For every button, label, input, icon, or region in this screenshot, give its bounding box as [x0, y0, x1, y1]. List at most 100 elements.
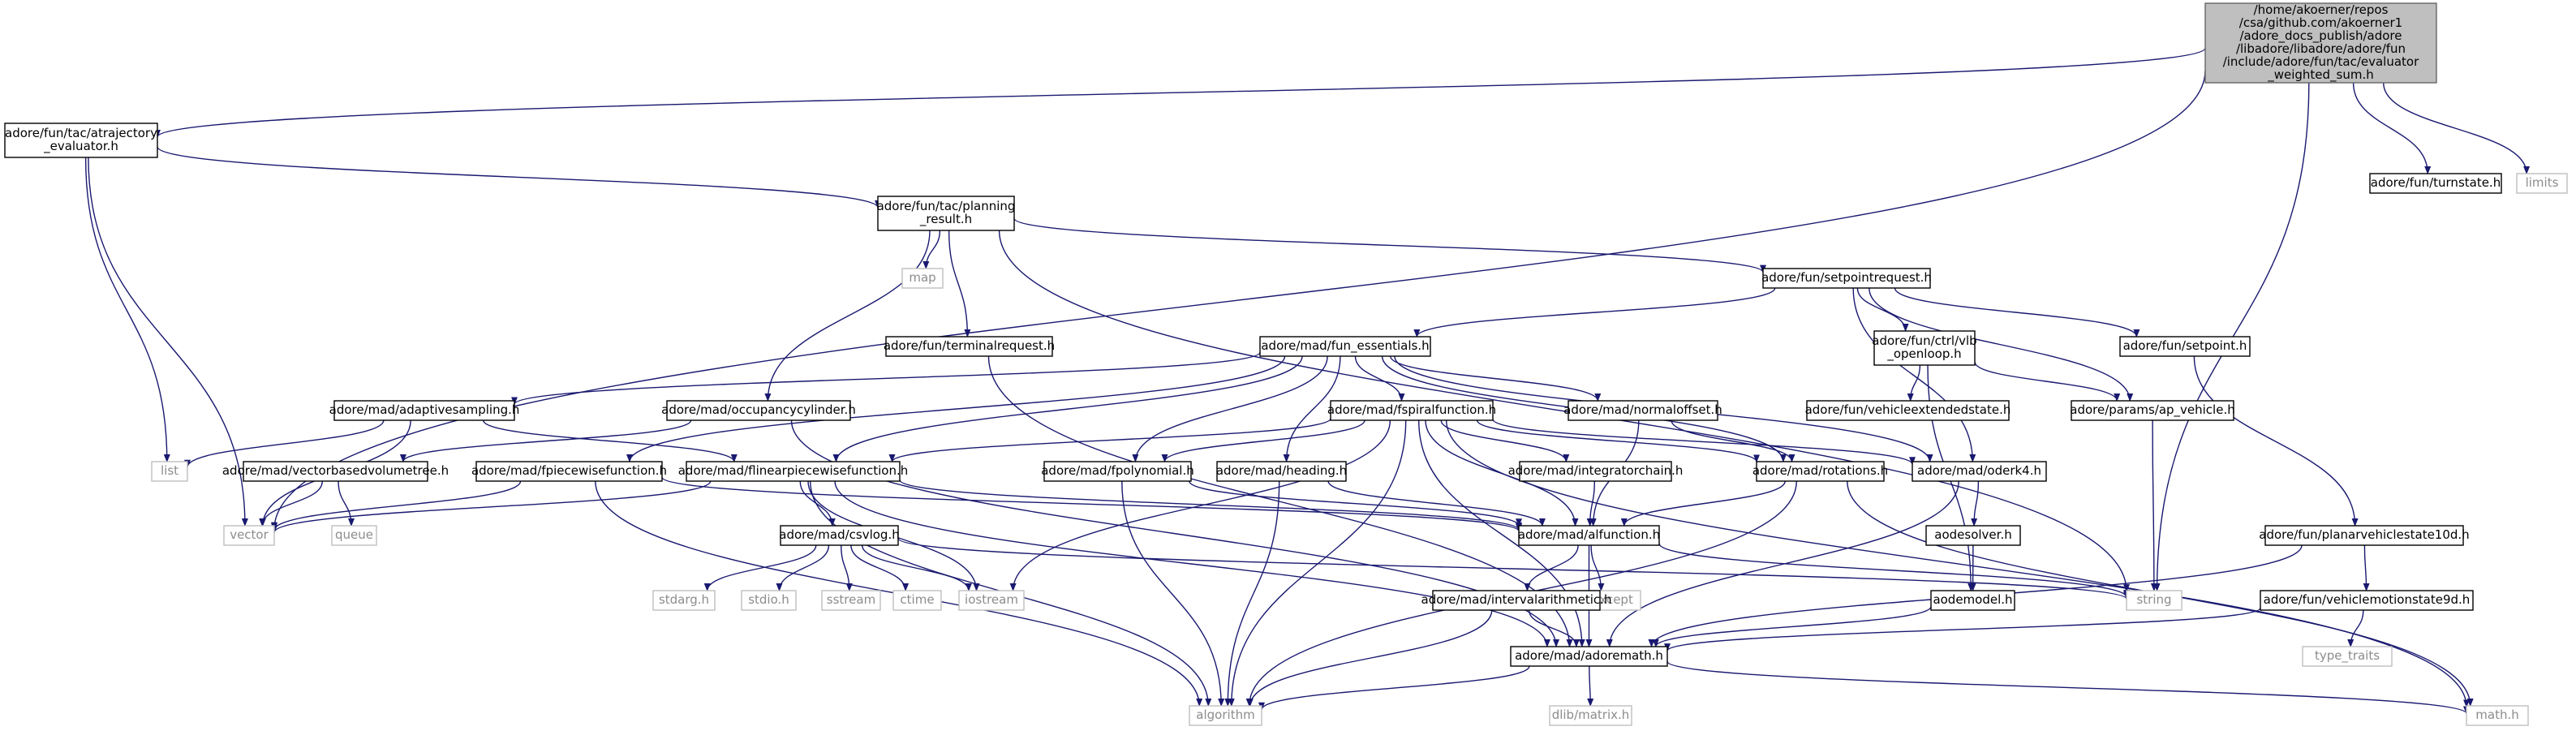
node-vectorbvt[interactable]: adore/mad/vectorbasedvolumetree.h — [222, 461, 449, 482]
node-rotations-label: adore/mad/rotations.h — [1752, 463, 1888, 478]
node-vlb-label: _openloop.h — [1886, 346, 1961, 362]
node-normaloffset[interactable]: adore/mad/normaloffset.h — [1563, 400, 1722, 421]
node-limits: limits — [2516, 173, 2568, 194]
edge-fspiral-to-oderk4 — [1492, 419, 1916, 466]
node-sstream: sstream — [821, 590, 881, 611]
node-adaptive[interactable]: adore/mad/adaptivesampling.h — [329, 400, 520, 421]
node-algorithm: algorithm — [1189, 705, 1262, 726]
node-string-label: string — [2136, 592, 2171, 607]
edge-csvlog-to-sstream — [841, 544, 853, 591]
edge-root-to-atraj — [154, 47, 2206, 138]
node-iostream-box — [958, 590, 1025, 611]
node-stdio-label: stdio.h — [748, 592, 789, 607]
node-stdarg-box — [652, 590, 716, 611]
node-rotations[interactable]: adore/mad/rotations.h — [1752, 461, 1888, 482]
node-flinear-box — [686, 461, 901, 482]
node-list-box — [151, 461, 188, 482]
node-fspiral-box — [1330, 400, 1494, 421]
node-atraj-box — [4, 123, 158, 158]
node-apvehicle[interactable]: adore/params/ap_vehicle.h — [2070, 400, 2235, 421]
edge-alfunction-to-stdexcept — [1590, 544, 1605, 591]
node-alfunction[interactable]: adore/mad/alfunction.h — [1518, 525, 1660, 546]
node-funess[interactable]: adore/mad/fun_essentials.h — [1259, 336, 1431, 357]
edge-funess-to-fpiecewise — [626, 355, 1286, 462]
node-vehext[interactable]: adore/fun/vehicleextendedstate.h — [1805, 400, 2011, 421]
node-queue: queue — [331, 525, 377, 546]
node-list-label: list — [161, 463, 178, 478]
node-normaloffset-box — [1568, 400, 1718, 421]
edge-root-to-vector — [271, 70, 2206, 531]
edge-setpointreq-to-funess — [1413, 287, 1776, 338]
node-vlb-box — [1873, 330, 1976, 366]
node-string: string — [2126, 590, 2183, 611]
edge-planres-to-terminalreq — [948, 230, 971, 338]
node-heading[interactable]: adore/mad/heading.h — [1216, 461, 1347, 482]
node-dlib-box — [1549, 705, 1632, 726]
node-mathh-label: math.h — [2475, 707, 2518, 722]
node-oderk4-box — [1912, 461, 2047, 482]
node-adoremath[interactable]: adore/mad/adoremath.h — [1510, 646, 1668, 667]
node-typetraits-box — [2302, 646, 2393, 667]
edge-vms9d-to-typetraits — [2347, 609, 2364, 647]
node-rotations-box — [1756, 461, 1885, 482]
node-terminalreq-box — [885, 336, 1053, 357]
edge-vlb-to-vehext — [1907, 364, 1921, 402]
node-oderk4[interactable]: adore/mad/oderk4.h — [1912, 461, 2047, 482]
node-adaptive-label: adore/mad/adaptivesampling.h — [329, 402, 520, 417]
node-sstream-label: sstream — [827, 592, 875, 607]
node-limits-box — [2516, 173, 2568, 194]
node-vehext-box — [1806, 400, 2010, 421]
node-fspiral[interactable]: adore/mad/fspiralfunction.h — [1327, 400, 1496, 421]
edge-csvlog-to-ctime — [850, 544, 910, 591]
node-vlb[interactable]: adore/fun/ctrl/vlb_openloop.h — [1872, 330, 1977, 366]
node-ctime: ctime — [892, 590, 942, 611]
node-vectorbvt-box — [243, 461, 428, 482]
node-normaloffset-label: adore/mad/normaloffset.h — [1563, 402, 1722, 417]
node-vector: vector — [223, 525, 275, 546]
node-aodesolver-label: aodesolver.h — [1934, 527, 2011, 542]
node-queue-box — [331, 525, 377, 546]
node-setpointreq[interactable]: adore/fun/setpointrequest.h — [1761, 268, 1932, 289]
node-stdio-box — [741, 590, 797, 611]
node-vms9d-box — [2260, 590, 2474, 611]
node-heading-label: adore/mad/heading.h — [1216, 463, 1347, 478]
edge-setpointreq-to-setpoint — [1894, 287, 2140, 338]
node-flinear[interactable]: adore/mad/flinearpiecewisefunction.h — [678, 461, 909, 482]
node-setpoint[interactable]: adore/fun/setpoint.h — [2119, 336, 2251, 357]
node-adoremath-label: adore/mad/adoremath.h — [1515, 648, 1663, 663]
node-vms9d[interactable]: adore/fun/vehiclemotionstate9d.h — [2260, 590, 2474, 611]
node-apvehicle-label: adore/params/ap_vehicle.h — [2070, 402, 2234, 418]
edge-alfunction-to-string — [1658, 543, 2130, 599]
node-planres[interactable]: adore/fun/tac/planning_result.h — [877, 196, 1016, 231]
node-list: list — [151, 461, 188, 482]
node-occupancy[interactable]: adore/mad/occupancycylinder.h — [661, 400, 856, 421]
node-aodesolver[interactable]: aodesolver.h — [1925, 525, 2021, 546]
node-fpiecewise[interactable]: adore/mad/fpiecewisefunction.h — [471, 461, 667, 482]
node-terminalreq[interactable]: adore/fun/terminalrequest.h — [884, 336, 1055, 357]
edge-planres-to-map — [922, 230, 941, 269]
edge-vectorbvt-to-queue — [338, 480, 355, 527]
node-aodemodel[interactable]: aodemodel.h — [1930, 590, 2015, 611]
edge-planres-to-string — [998, 230, 2130, 593]
edge-root-to-turnstate — [2352, 82, 2432, 174]
node-integrator[interactable]: adore/mad/integratorchain.h — [1508, 461, 1684, 482]
node-planar10[interactable]: adore/fun/planarvehiclestate10d.h — [2259, 525, 2470, 546]
edge-fpiecewise-to-vector — [271, 480, 522, 531]
edge-integrator-to-alfunction — [1586, 480, 1595, 527]
node-csvlog[interactable]: adore/mad/csvlog.h — [779, 525, 900, 546]
node-interval[interactable]: adore/mad/intervalarithmetic.h — [1421, 590, 1612, 611]
node-fpiecewise-label: adore/mad/fpiecewisefunction.h — [471, 463, 667, 478]
node-setpointreq-box — [1762, 268, 1931, 289]
node-flinear-label: adore/mad/flinearpiecewisefunction.h — [678, 463, 909, 478]
edge-occupancy-to-vectorbvt — [400, 419, 692, 462]
node-occupancy-label: adore/mad/occupancycylinder.h — [661, 402, 856, 417]
edge-heading-to-algorithm — [1224, 480, 1280, 707]
node-adoremath-box — [1510, 646, 1668, 667]
node-root[interactable]: /home/akoerner/repos/csa/github.com/akoe… — [2204, 2, 2437, 84]
node-map: map — [901, 268, 944, 289]
node-occupancy-box — [666, 400, 851, 421]
node-fpoly[interactable]: adore/mad/fpolynomial.h — [1041, 461, 1194, 482]
node-turnstate[interactable]: adore/fun/turnstate.h — [2369, 173, 2502, 194]
node-atraj[interactable]: adore/fun/tac/atrajectory_evaluator.h — [4, 123, 158, 158]
